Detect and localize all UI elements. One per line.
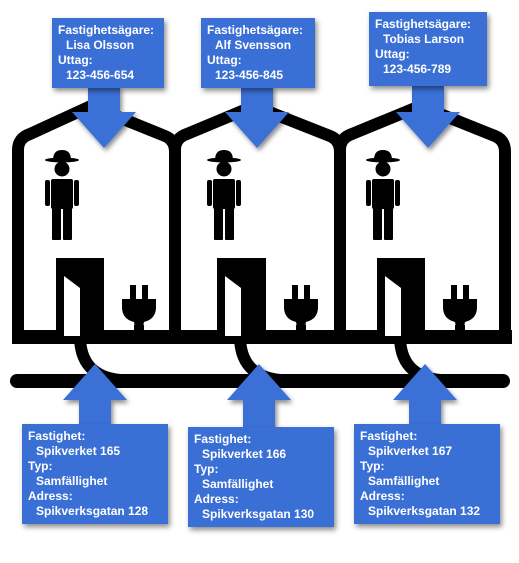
outlet-label: Uttag: [375, 47, 410, 61]
type-label: Typ: [194, 462, 219, 476]
property-callout: Fastighet: Spikverket 165 Typ: Samfällig… [22, 424, 168, 524]
owner-label: Fastighetsägare: [375, 17, 472, 31]
callout-arrow [72, 86, 136, 148]
property-type: Samfällighet [36, 474, 108, 488]
callout-arrow [63, 364, 127, 428]
property-type: Samfällighet [368, 474, 440, 488]
outlet-number: 123-456-654 [66, 68, 135, 82]
address-label: Adress: [28, 489, 73, 503]
owner-callout: Fastighetsägare: Tobias Larson Uttag: 12… [369, 12, 487, 86]
door [217, 258, 266, 336]
address-label: Adress: [360, 489, 405, 503]
callout-arrow [227, 364, 291, 428]
owner-name: Lisa Olsson [66, 38, 135, 52]
door [377, 258, 425, 336]
address-label: Adress: [194, 492, 239, 506]
outlet-number: 123-456-789 [383, 62, 452, 76]
callout-arrow [225, 86, 289, 148]
type-label: Typ: [360, 459, 385, 473]
property-callout: Fastighet: Spikverket 167 Typ: Samfällig… [354, 424, 500, 524]
door [56, 258, 104, 336]
property-name: Spikverket 167 [368, 444, 453, 458]
callout-arrow [396, 86, 460, 148]
outlet-number: 123-456-845 [215, 68, 284, 82]
property-address: Spikverksgatan 128 [36, 504, 149, 518]
owner-label: Fastighetsägare: [207, 23, 304, 37]
property-type: Samfällighet [202, 477, 274, 491]
callout-arrow [393, 364, 457, 428]
owner-name: Alf Svensson [215, 38, 292, 52]
owner-name: Tobias Larson [383, 32, 465, 46]
type-label: Typ: [28, 459, 53, 473]
owner-callout: Fastighetsägare: Lisa Olsson Uttag: 123-… [52, 18, 164, 88]
owner-label: Fastighetsägare: [58, 23, 155, 37]
outlet-label: Uttag: [58, 53, 93, 67]
property-label: Fastighet: [28, 429, 86, 443]
property-address: Spikverksgatan 132 [368, 504, 481, 518]
outlet-label: Uttag: [207, 53, 242, 67]
property-label: Fastighet: [360, 429, 418, 443]
property-name: Spikverket 166 [202, 447, 287, 461]
property-address: Spikverksgatan 130 [202, 507, 315, 521]
property-label: Fastighet: [194, 432, 252, 446]
property-callout: Fastighet: Spikverket 166 Typ: Samfällig… [188, 427, 334, 527]
owner-callout: Fastighetsägare: Alf Svensson Uttag: 123… [201, 18, 315, 88]
property-name: Spikverket 165 [36, 444, 121, 458]
